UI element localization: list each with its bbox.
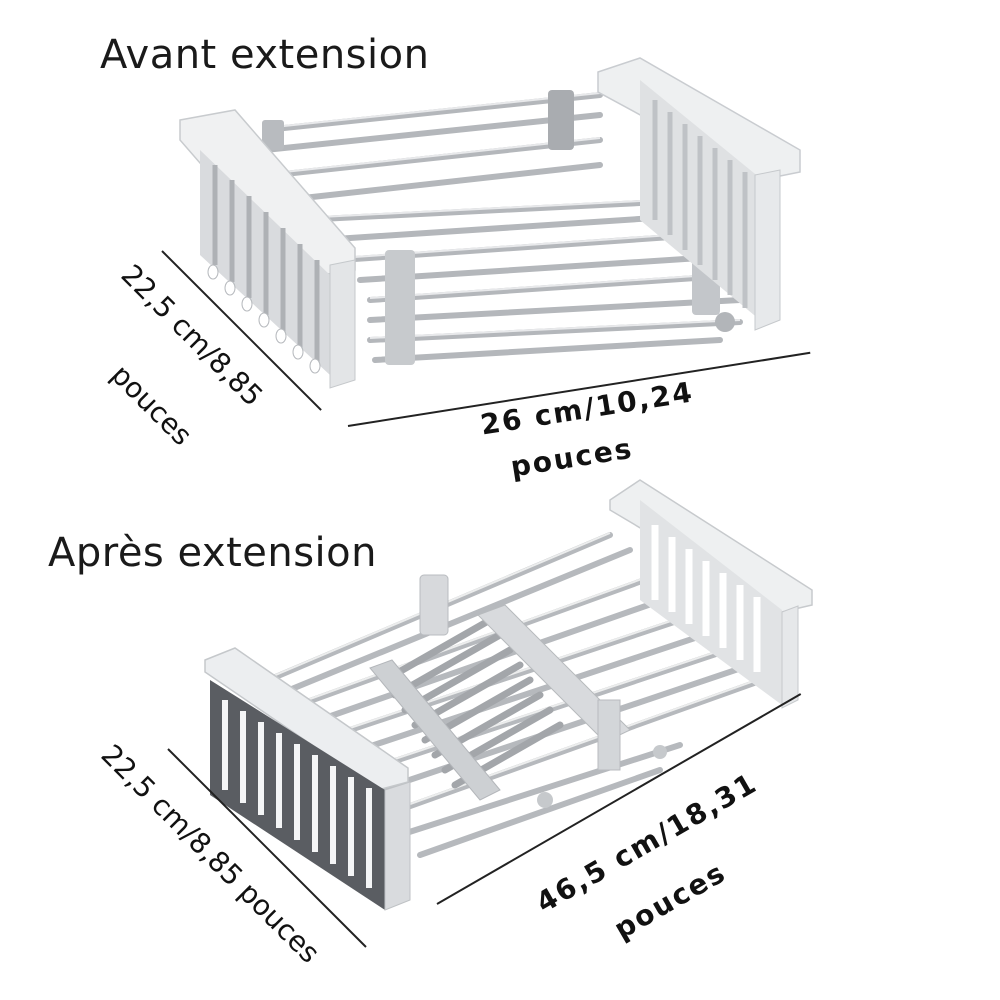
title-before-extension: Avant extension [100, 32, 430, 78]
basket-after-extension [204, 479, 813, 911]
basket-before-extension [179, 57, 801, 389]
title-after-extension: Après extension [48, 530, 377, 576]
